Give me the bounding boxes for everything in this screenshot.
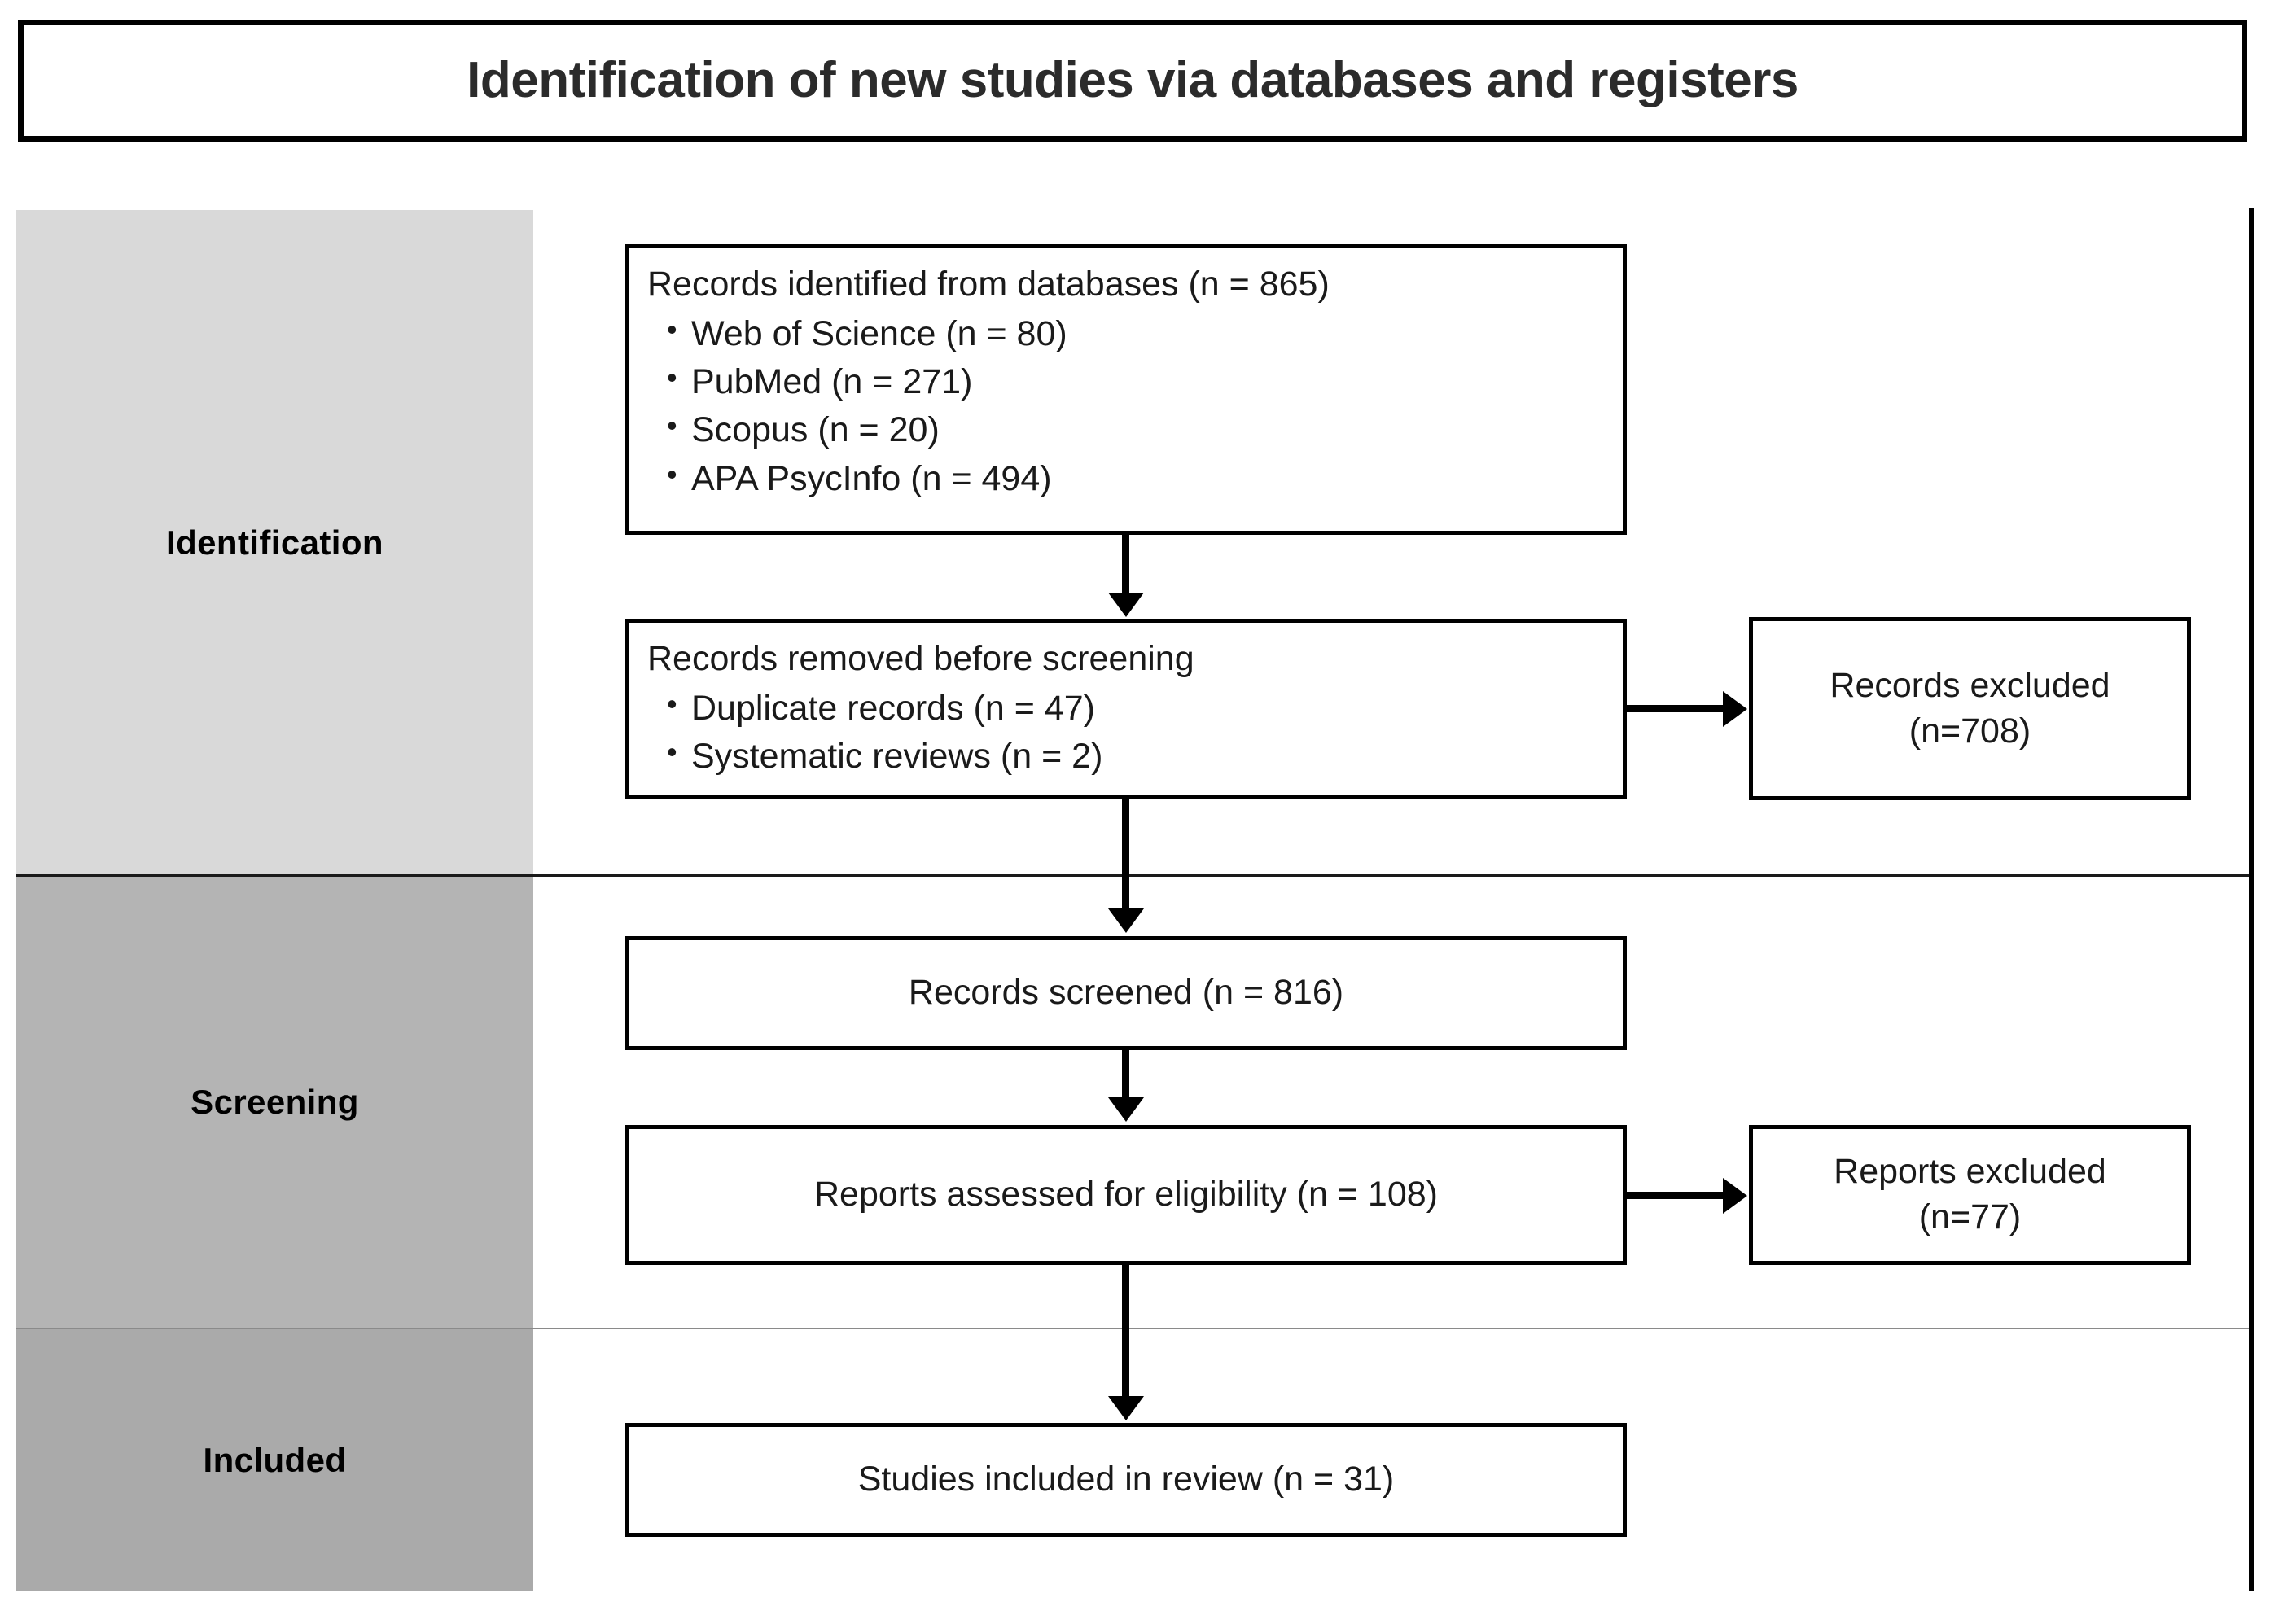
box-records-excluded-line2: (n=708) [1908,711,2031,751]
box-records-identified-list: Web of Science (n = 80) PubMed (n = 271)… [647,309,1605,503]
box-studies-included: Studies included in review (n = 31) [625,1423,1627,1537]
box-reports-assessed-text: Reports assessed for eligibility (n = 10… [813,1175,1438,1215]
arrow-eligibility-to-included-head-icon [1108,1396,1144,1420]
arrow-removed-to-records-excluded-head-icon [1723,691,1747,727]
stage-divider-identification-screening [16,874,2251,877]
box-studies-included-text: Studies included in review (n = 31) [857,1460,1395,1499]
list-item: PubMed (n = 271) [667,357,1605,406]
arrow-eligibility-to-reports-excluded-line [1627,1192,1726,1199]
diagram-title: Identification of new studies via databa… [467,51,1799,108]
diagram-title-box: Identification of new studies via databa… [18,20,2247,142]
box-reports-excluded-line1: Reports excluded [1834,1152,2106,1192]
arrow-eligibility-to-included-line [1122,1265,1129,1400]
stage-divider-screening-included [16,1328,2251,1329]
arrow-screened-to-eligibility-line [1122,1050,1129,1101]
box-records-screened-text: Records screened (n = 816) [908,973,1344,1013]
box-records-excluded-line1: Records excluded [1830,665,2110,705]
box-records-removed-headline: Records removed before screening [647,639,1194,678]
box-records-identified-headline: Records identified from databases (n = 8… [647,265,1330,304]
stage-label-included: Included [203,1440,347,1479]
arrow-identified-to-removed-head-icon [1108,593,1144,617]
stage-band-identification: Identification [16,210,533,875]
stage-band-screening: Screening [16,875,533,1329]
box-records-removed: Records removed before screening Duplica… [625,619,1627,799]
box-records-identified: Records identified from databases (n = 8… [625,244,1627,535]
box-reports-excluded-text: Reports excluded (n=77) [1834,1149,2106,1241]
box-reports-excluded: Reports excluded (n=77) [1749,1125,2191,1265]
arrow-removed-to-screened-head-icon [1108,908,1144,933]
list-item: Duplicate records (n = 47) [667,684,1605,733]
stage-label-screening: Screening [191,1082,359,1121]
stage-band-included: Included [16,1329,533,1591]
stage-label-identification: Identification [166,523,383,562]
arrow-identified-to-removed-line [1122,535,1129,597]
arrow-eligibility-to-reports-excluded-head-icon [1723,1178,1747,1214]
box-records-excluded: Records excluded (n=708) [1749,617,2191,800]
arrow-screened-to-eligibility-head-icon [1108,1097,1144,1122]
diagram-right-rail [2249,208,2254,1591]
list-item: Scopus (n = 20) [667,405,1605,454]
box-records-removed-list: Duplicate records (n = 47) Systematic re… [647,684,1605,781]
box-records-excluded-text: Records excluded (n=708) [1830,663,2110,755]
box-reports-excluded-line2: (n=77) [1918,1197,2022,1237]
box-reports-assessed: Reports assessed for eligibility (n = 10… [625,1125,1627,1265]
box-records-screened: Records screened (n = 816) [625,936,1627,1050]
list-item: Web of Science (n = 80) [667,309,1605,358]
list-item: Systematic reviews (n = 2) [667,732,1605,781]
arrow-removed-to-records-excluded-line [1627,705,1726,712]
arrow-removed-to-screened-line [1122,799,1129,913]
list-item: APA PsycInfo (n = 494) [667,454,1605,503]
